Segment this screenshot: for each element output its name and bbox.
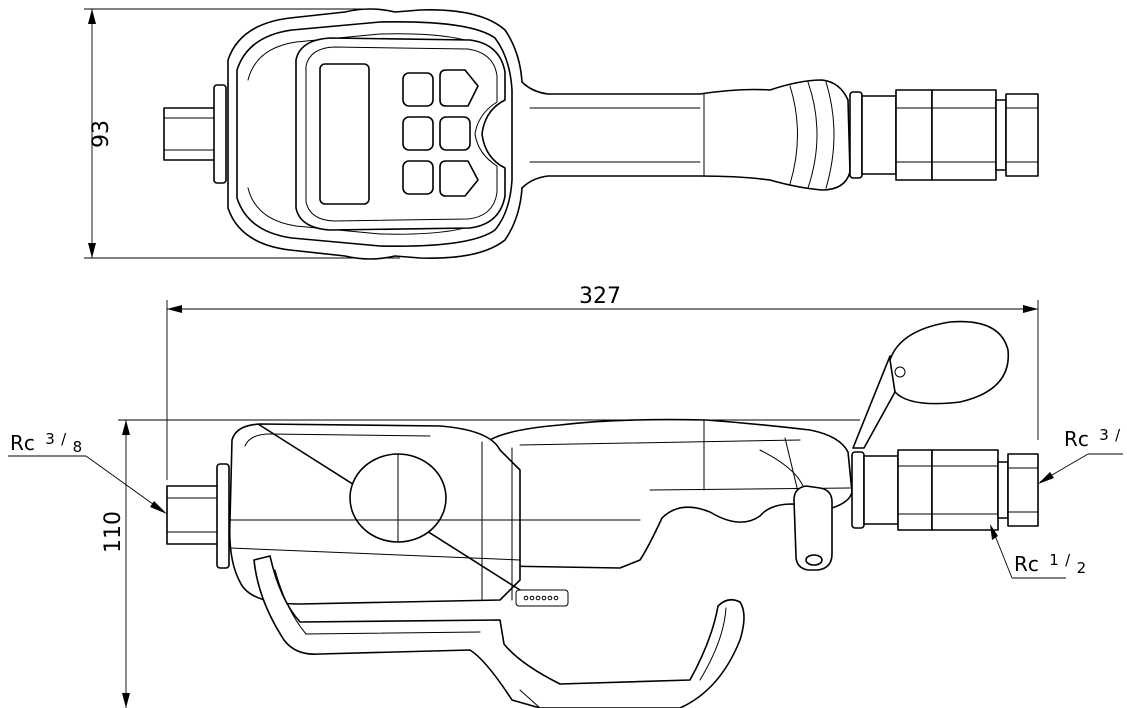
height-dimension-top: 93 xyxy=(84,8,400,259)
dust-cap-icon xyxy=(852,320,1010,449)
svg-text:Rc 3 /: Rc 3 / 8 xyxy=(1064,421,1127,452)
top-view-drawing: 93 xyxy=(84,8,1039,260)
thread-numerator: 3 xyxy=(45,430,55,448)
side-view-drawing: 327 110 xyxy=(8,284,1127,708)
svg-text:Rc 3 /: Rc 3 / 8 xyxy=(10,425,82,456)
thread-prefix: Rc xyxy=(1014,552,1039,576)
thread-label-outlet: Rc 3 / 8 xyxy=(1038,421,1127,484)
thread-numerator: 1 xyxy=(1049,551,1059,569)
thread-label-inlet: Rc 3 / 8 xyxy=(8,425,167,514)
thread-label-swivel: Rc 1 / 2 xyxy=(990,524,1086,579)
dimension-110-label: 110 xyxy=(101,511,126,553)
thread-prefix: Rc xyxy=(10,431,35,455)
length-dimension: 327 xyxy=(166,284,1039,480)
thread-numerator: 3 xyxy=(1099,426,1109,444)
svg-text:Rc 1 /: Rc 1 / 2 xyxy=(1014,546,1086,577)
trigger-lever-icon xyxy=(253,555,745,708)
vent-dots xyxy=(523,595,559,601)
dimension-93-label: 93 xyxy=(89,120,114,148)
lcd-display-icon xyxy=(319,63,370,205)
height-dimension-side: 110 xyxy=(101,419,860,708)
thread-denominator: 2 xyxy=(1077,559,1087,577)
thread-denominator: 8 xyxy=(73,438,83,456)
dimension-327-label: 327 xyxy=(579,284,621,309)
thread-prefix: Rc xyxy=(1064,427,1089,451)
keypad-button-icon xyxy=(402,69,479,197)
